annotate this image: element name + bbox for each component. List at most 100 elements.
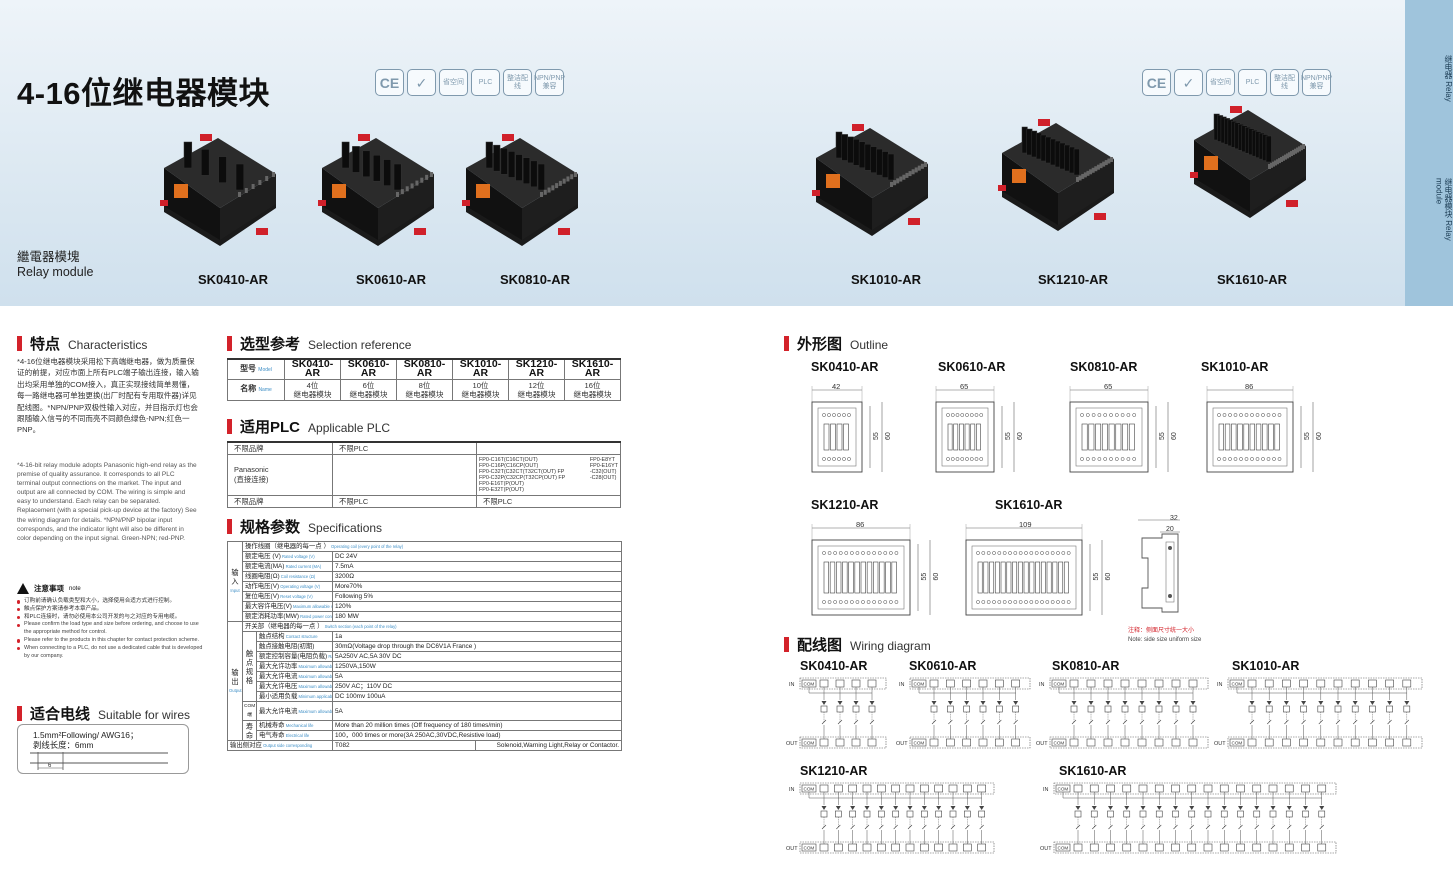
wire-strip-drawing: 6 [30,752,168,770]
plc-panasonic-models: FP0-C16T(C16CT(OUT)FP0-C16P(C16CP(OUT)FP… [476,454,621,496]
spec-label: 最大允许电压 Maximum allowable voltage [256,681,333,692]
note-item: 订购前请确认负载类型和大小，选择使用合适方式进行控制。 [17,598,207,606]
note-item: 和PLC连接时，请勿必使用本公司开发的与之对应的专用电缆。 [17,614,207,622]
spec-value: 1a [332,631,622,642]
note-item: 触点保护方案请参考本章产品。 [17,606,207,614]
section-marker [784,637,789,652]
note-item: When connecting to a PLC, do not use a d… [17,645,207,661]
outline-height-label: 60 [1017,432,1022,440]
plc-table: 不限品牌 不限PLC Panasonic(直接连接) FP0-C16T(C16C… [227,441,621,508]
product-photo-sk0810-ar [462,128,582,258]
section-marker [227,419,232,434]
wire-spec-text: 1.5mm²Following/ AWG16； 剥线长度：6mm [33,730,139,750]
outline-drawing-sk1010-ar: 86 55 60 [1206,382,1321,473]
outline-model-label: SK1210-AR [811,498,879,512]
strip-dim-label: 6 [48,763,52,769]
wiring-com-label: COM [804,741,815,746]
side-view-drawing: 32 20 [1138,515,1180,613]
model-label: SK0410-AR [197,272,269,287]
characteristics-header: 特点 Characteristics [17,333,147,354]
specs-header: 规格参数 Specifications [227,516,382,537]
spec-label: 机械寿命 Mechanical life [256,720,333,731]
space-saving-icon: 省空间 [1206,69,1235,96]
spec-label: 额定电压 (V) Rated voltage (V) [242,551,333,562]
model-label: SK0610-AR [355,272,427,287]
side-size-note: 注释：侧面尺寸统一大小 Note: side size uniform size [1128,628,1202,643]
selection-model-cell: SK1010-AR [452,358,509,380]
selection-name-cell: 4位继电器模块 [284,378,341,401]
wiring-model-label: SK1210-AR [800,764,868,778]
spec-label: 触点接触电阻(初期) [256,641,333,652]
outline-height-label: 55 [873,432,880,440]
characteristics-text-en: *4-16-bit relay module adopts Panasonic … [17,462,197,542]
side-dim-32: 32 [1170,515,1178,522]
wiring-out-label: OUT [786,741,798,747]
selection-name-cell: 16位继电器模块 [564,378,621,401]
outline-model-label: SK0610-AR [938,360,1006,374]
outline-height-label: 60 [933,573,938,581]
side-tab-bottom-label: 继电器模块 Relay module [1434,178,1453,241]
plc-model-item: FP0-C16T(C16CT(OUT) [479,457,538,463]
wiring-com-label: COM [1058,787,1069,792]
ce-mark-icon: CE [1142,69,1171,96]
plc-model-item: FP0-E16T(P(OUT) [479,481,524,487]
selection-model-cell: SK0410-AR [284,358,341,380]
spec-value: 5A250V AC,5A 30V DC [332,651,622,662]
wiring-in-label: IN [789,787,795,793]
outline-height-label: 55 [1159,432,1166,440]
outline-height-label: 60 [1316,432,1321,440]
wiring-com-label: COM [1054,741,1065,746]
plc-model-item: FP0-E16YT [589,463,618,469]
side-tab[interactable] [1405,0,1453,306]
selection-name-cell: 12位继电器模块 [508,378,565,401]
selection-name-cell: 10位继电器模块 [452,378,509,401]
notes-header: 注意事项 note [17,583,81,594]
outline-width-label: 42 [832,382,840,391]
notes-list: 订购前请确认负载类型和大小，选择使用合适方式进行控制。触点保护方案请参考本章产品… [17,598,207,660]
wiring-in-label: IN [1217,682,1223,688]
plc-model-item: -C32(OUT) [589,469,617,475]
product-photo-sk0410-ar [160,128,280,258]
wiring-out-label: OUT [1036,741,1048,747]
plc-brand-any: 不限品牌 [227,441,333,455]
spec-label: 额定控制容量(电阻负载) Rated control capacity [256,651,333,662]
model-row-label: 型号 Model [227,358,285,380]
spec-value: 180 MW [332,611,622,622]
note-item: Please refer to the products in this cha… [17,637,207,645]
outline-drawing-sk0410-ar: 42 55 60 [811,382,890,473]
warning-icon [17,583,29,594]
plc-model-item: FP0-C32P(C32CP(T32CP(OUT) FP [479,475,566,481]
plc-model-any-3: 不限PLC [476,495,621,508]
neat-wiring-icon: 整洁配线 [503,69,532,96]
spec-group-contact: 触点规格 [242,631,257,702]
spec-group-com: COM端 [242,701,257,721]
spec-label: 最大容许电压(V) Maximum allowable voltage (V) [242,601,333,612]
selection-model-cell: SK1610-AR [564,358,621,380]
outline-width-label: 65 [960,382,968,391]
spec-value: 5A [332,701,622,721]
model-label: SK0810-AR [499,272,571,287]
spec-value: 3200Ω [332,571,622,582]
spec-label: 最大允许功率 Maximum allowable power [256,661,333,672]
wiring-com-label: COM [914,741,925,746]
spec-value: DC 24V [332,551,622,562]
spec-value: 7.5mA [332,561,622,572]
wiring-out-label: OUT [1214,741,1226,747]
spec-label: 最大允许电流 Maximum allowable current [256,701,333,721]
wiring-model-label: SK1610-AR [1059,764,1127,778]
note-item: Please confirm the load type and size be… [17,621,207,637]
spec-group-life: 寿命 [242,720,257,741]
outline-height-label: 60 [885,432,890,440]
wiring-com-label: COM [1232,741,1243,746]
outline-width-label: 86 [1245,382,1253,391]
outline-height-label: 55 [1304,432,1311,440]
model-label: SK1010-AR [850,272,922,287]
spec-label: 开关部（继电器的每一点 ） Switch section (each point… [242,621,622,632]
outline-model-label: SK1010-AR [1201,360,1269,374]
outline-height-label: 55 [1093,573,1100,581]
wiring-model-label: SK0610-AR [909,659,977,673]
wiring-com-label: COM [1232,682,1243,687]
